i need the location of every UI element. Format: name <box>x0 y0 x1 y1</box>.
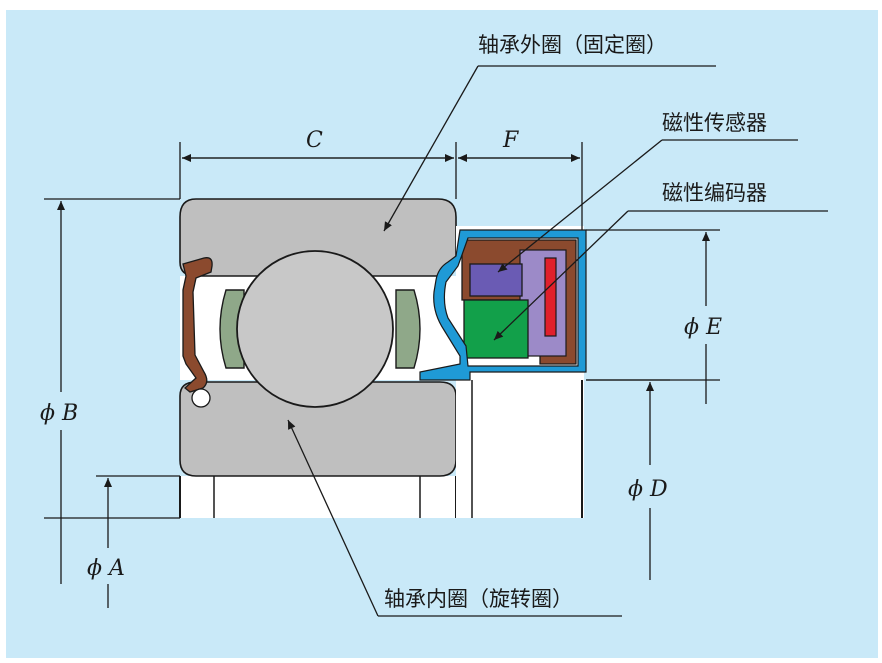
left-seal <box>182 257 213 393</box>
seal-snap-hole <box>191 388 211 408</box>
label-outer-ring: 轴承外圈（固定圈） <box>478 33 667 57</box>
cage-right <box>395 289 421 369</box>
encoder <box>463 299 529 359</box>
shield <box>419 229 587 381</box>
dim-label-phi-e: ϕ E <box>684 315 722 340</box>
label-sensor: 磁性传感器 <box>662 111 767 135</box>
label-encoder: 磁性编码器 <box>662 181 767 205</box>
label-inner-ring: 轴承内圈（旋转圈） <box>384 587 573 611</box>
bore-area <box>180 476 456 518</box>
dim-label-phi-b: ϕ B <box>40 401 78 426</box>
sensor-chip <box>469 263 523 297</box>
ball <box>236 250 394 408</box>
callout-leaders <box>287 65 828 617</box>
dim-label-f: F <box>502 128 519 153</box>
dim-label-phi-d: ϕ D <box>628 477 668 502</box>
dim-label-phi-a: ϕ A <box>87 556 125 581</box>
magnet-element <box>544 257 557 337</box>
dimension-lines <box>44 142 720 608</box>
inner-ring <box>179 381 457 477</box>
bearing-body <box>179 198 457 518</box>
dim-label-c: C <box>306 128 323 153</box>
cage <box>219 289 245 369</box>
